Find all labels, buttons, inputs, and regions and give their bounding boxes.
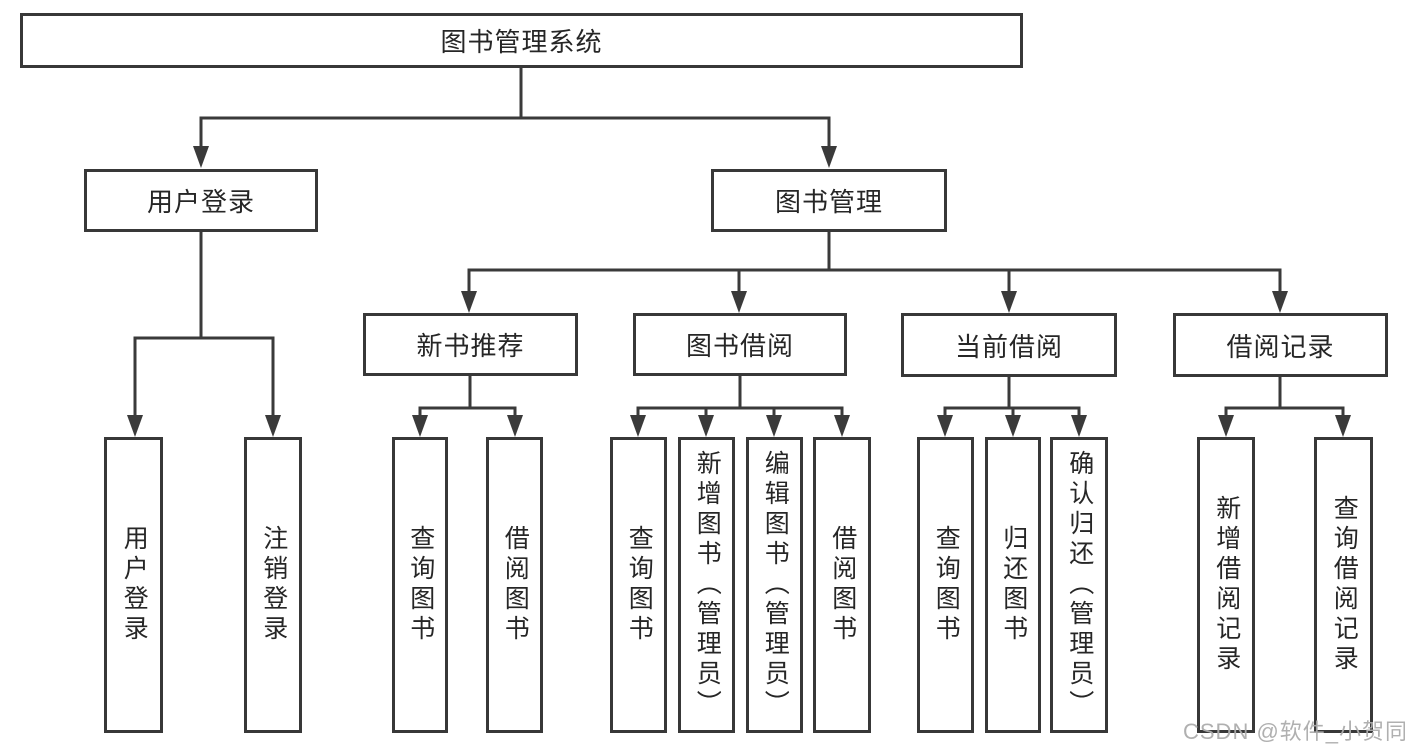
node-label: 图书管理 (774, 187, 883, 217)
leaf-add-book-admin: 新增图书（管理员） (678, 437, 735, 733)
node-label: 归还图书 (999, 525, 1028, 645)
node-label: 用户登录 (146, 187, 255, 217)
node-borrowing-records: 借阅记录 (1173, 313, 1388, 377)
leaf-edit-book-admin: 编辑图书（管理员） (746, 437, 803, 733)
node-label: 注销登录 (259, 525, 288, 645)
node-label: 确认归还（管理员） (1065, 450, 1094, 720)
node-current-borrowing: 当前借阅 (901, 313, 1117, 377)
node-label: 借阅图书 (501, 525, 530, 645)
leaf-confirm-return-admin: 确认归还（管理员） (1050, 437, 1108, 733)
node-label: 新书推荐 (416, 331, 525, 361)
leaf-query-books-current: 查询图书 (917, 437, 974, 733)
node-label: 借阅记录 (1226, 331, 1335, 362)
node-label: 新增图书（管理员） (693, 450, 722, 720)
node-label: 查询借阅记录 (1330, 495, 1359, 675)
csdn-watermark: CSDN @软件_小贺同学 (1183, 719, 1405, 744)
node-new-book-recommendation: 新书推荐 (363, 313, 578, 376)
leaf-query-books-recommend: 查询图书 (392, 437, 448, 733)
node-label: 当前借阅 (954, 331, 1063, 362)
leaf-query-borrow-record: 查询借阅记录 (1314, 437, 1373, 733)
node-label: 用户登录 (120, 525, 149, 645)
node-library-management-system: 图书管理系统 (20, 13, 1023, 68)
leaf-return-book: 归还图书 (985, 437, 1041, 733)
node-book-management: 图书管理 (711, 169, 947, 232)
node-label: 图书借阅 (685, 331, 794, 361)
arrowheads (127, 146, 1351, 437)
node-label: 图书管理系统 (440, 27, 603, 57)
node-label: 查询图书 (625, 525, 654, 645)
leaf-logout: 注销登录 (244, 437, 302, 733)
leaf-borrow-books-borrowing: 借阅图书 (813, 437, 871, 733)
leaf-query-books-borrowing: 查询图书 (610, 437, 667, 733)
node-label: 借阅图书 (828, 525, 857, 645)
node-label: 编辑图书（管理员） (761, 450, 790, 720)
node-book-borrowing: 图书借阅 (633, 313, 847, 376)
node-label: 查询图书 (406, 525, 435, 645)
leaf-add-borrow-record: 新增借阅记录 (1197, 437, 1255, 733)
leaf-borrow-books-recommend: 借阅图书 (486, 437, 543, 733)
node-label: 查询图书 (932, 525, 961, 645)
leaf-user-login: 用户登录 (104, 437, 163, 733)
node-user-login-group: 用户登录 (84, 169, 318, 232)
node-label: 新增借阅记录 (1212, 495, 1241, 675)
